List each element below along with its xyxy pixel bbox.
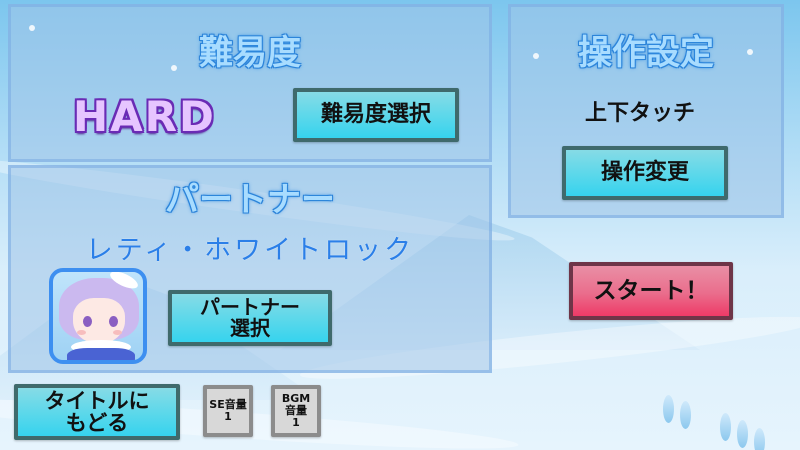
- start-button[interactable]: スタート！: [569, 262, 733, 320]
- difficulty-value: HARD: [73, 92, 216, 141]
- portrait-eye: [83, 316, 92, 327]
- partner-portrait: [49, 268, 147, 364]
- ice-droplet: [754, 428, 765, 450]
- change-controls-button[interactable]: 操作変更: [562, 146, 728, 200]
- bgm-volume-label-line1: BGM: [281, 391, 311, 405]
- select-partner-label-line1: パートナー: [200, 295, 300, 319]
- portrait-dress: [67, 348, 135, 360]
- portrait-blush: [113, 330, 122, 335]
- snow-sparkle: [171, 65, 177, 71]
- snow-sparkle: [747, 49, 753, 55]
- difficulty-panel: 難易度: [8, 4, 492, 162]
- back-to-title-label-line2: もどる: [65, 411, 129, 435]
- se-volume-button[interactable]: SE音量 1: [203, 385, 253, 437]
- snow-sparkle: [533, 53, 539, 59]
- ice-droplet: [720, 413, 731, 441]
- portrait-eye: [109, 316, 118, 327]
- partner-name: レティ・ホワイトロック: [85, 235, 415, 266]
- se-volume-value: 1: [224, 410, 232, 423]
- se-volume-label: SE音量: [209, 397, 247, 411]
- bgm-volume-label-line2: 音量: [285, 403, 307, 417]
- ice-droplet: [663, 395, 674, 423]
- bgm-volume-value: 1: [292, 416, 300, 430]
- ice-droplet: [680, 401, 691, 429]
- controls-title: 操作設定: [578, 33, 714, 73]
- back-to-title-button[interactable]: タイトルに もどる: [14, 384, 180, 440]
- controls-current-value: 上下タッチ: [585, 101, 696, 126]
- select-difficulty-button[interactable]: 難易度選択: [293, 88, 459, 142]
- back-to-title-label-line1: タイトルに: [44, 388, 150, 413]
- difficulty-title: 難易度: [199, 33, 301, 73]
- portrait-blush: [77, 330, 86, 335]
- bgm-volume-button[interactable]: BGM 音量 1: [271, 385, 321, 437]
- snow-sparkle: [29, 25, 35, 31]
- partner-title: パートナー: [165, 180, 335, 220]
- select-partner-button[interactable]: パートナー 選択: [168, 290, 332, 346]
- select-partner-label-line2: 選択: [230, 316, 270, 340]
- ice-droplet: [737, 420, 748, 448]
